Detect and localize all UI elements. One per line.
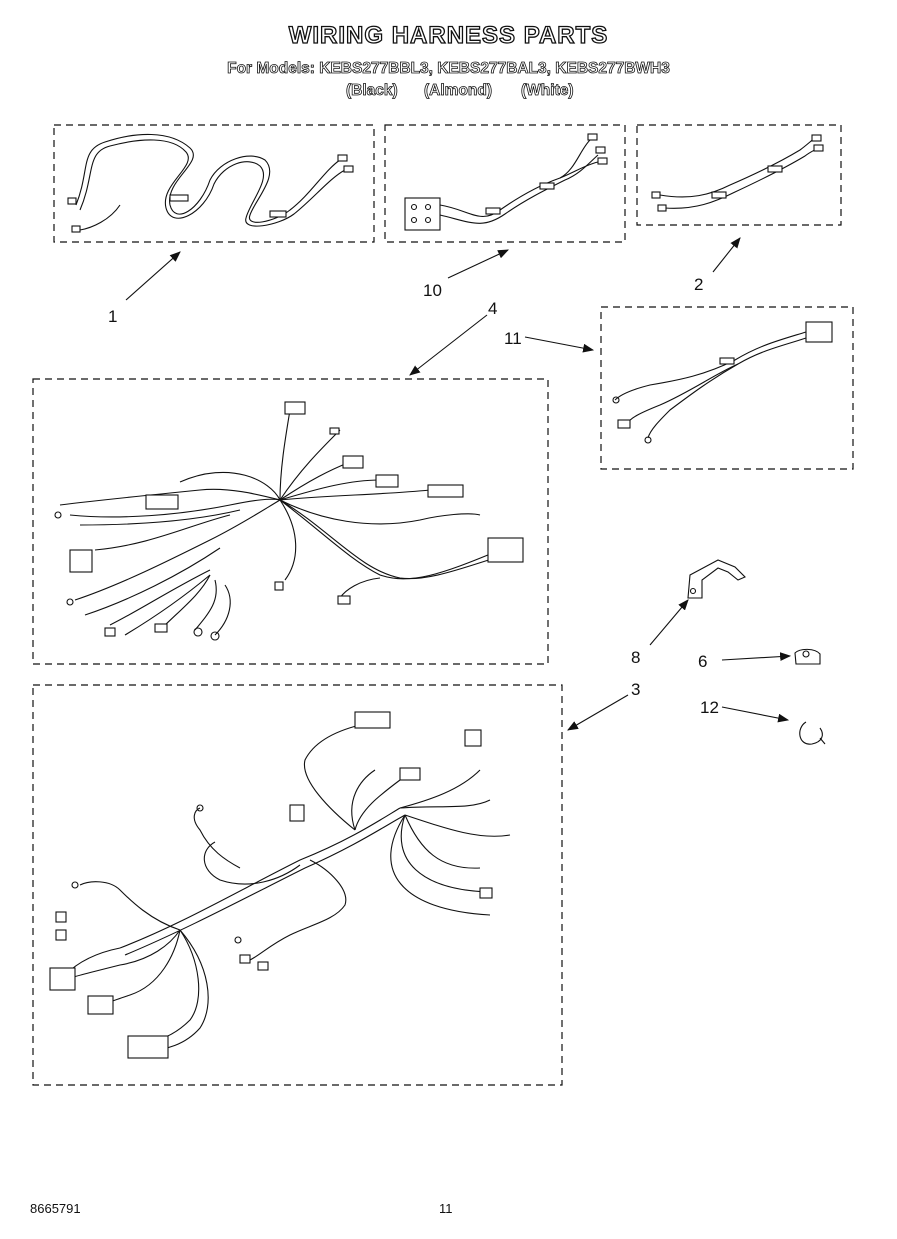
harness-part-4 [54, 401, 524, 641]
callout-2: 2 [694, 275, 703, 294]
tie-part-12 [799, 721, 826, 745]
part-1-box [53, 124, 375, 243]
harness-part-1 [67, 133, 354, 233]
page-title: WIRING HARNESS PARTS [288, 21, 609, 49]
color-black-label: (Black) [346, 82, 398, 100]
harness-part-3 [49, 711, 511, 1059]
model-list: For Models: KEBS277BBL3, KEBS277BAL3, KE… [227, 60, 671, 78]
part-3-box [32, 684, 563, 1086]
document-number: 8665791 [30, 1201, 81, 1216]
callout-12: 12 [700, 698, 719, 717]
harness-part-2 [651, 134, 824, 212]
callout-3: 3 [631, 680, 640, 699]
harness-part-11 [612, 321, 833, 444]
callout-1: 1 [108, 307, 117, 326]
callout-6: 6 [698, 652, 707, 671]
harness-part-10 [404, 133, 608, 231]
bracket-part-8 [687, 559, 746, 599]
callout-11: 11 [504, 329, 522, 348]
page-number: 11 [439, 1201, 453, 1216]
part-11-box [600, 306, 854, 470]
callout-4: 4 [488, 299, 497, 318]
callout-10: 10 [423, 281, 442, 300]
color-white-label: (White) [521, 82, 574, 100]
callout-8: 8 [631, 648, 640, 667]
part-2-box [636, 124, 842, 226]
color-almond-label: (Almond) [424, 82, 493, 100]
part-4-box [32, 378, 549, 665]
clip-part-6 [794, 648, 821, 665]
part-10-box [384, 124, 626, 243]
